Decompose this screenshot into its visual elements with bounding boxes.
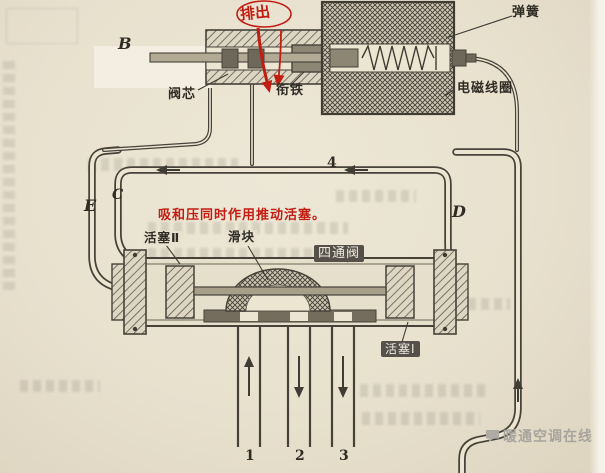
label-piston2: 活塞Ⅱ [142,230,183,246]
label-valve-core: 阀芯 [168,87,197,102]
port-label-1: 1 [245,448,255,464]
leader-lines [165,15,513,343]
watermark: 暖通空调在线 [486,426,593,446]
port-label-3: 3 [339,448,349,464]
label-coil: 电磁线圈 [457,81,514,96]
watermark-logo-icon [486,429,499,443]
red-note-discharge: 排出 [239,2,271,24]
label-e: E [84,196,97,215]
label-4: 4 [327,155,337,171]
label-armature: 衔铁 [276,83,305,98]
label-four-way-valve: 四通阀 [314,245,365,262]
bottom-pipes [236,322,356,447]
label-spring: 弹簧 [512,5,541,20]
red-annotation: 吸和压同时作用推动活塞。 [158,208,327,223]
pilot-valve [94,0,477,116]
label-d: D [452,202,466,221]
port-label-2: 2 [295,448,305,464]
label-slider: 滑块 [226,229,258,245]
flow-arrows [156,165,523,402]
label-b: B [118,34,132,53]
bottom-pipe-arrows [244,356,348,398]
watermark-text: 暖通空调在线 [503,429,593,445]
main-valve-body [111,249,469,335]
red-annotations [236,0,292,93]
label-c: C [112,187,124,203]
label-piston1: 活塞Ⅰ [381,341,420,357]
